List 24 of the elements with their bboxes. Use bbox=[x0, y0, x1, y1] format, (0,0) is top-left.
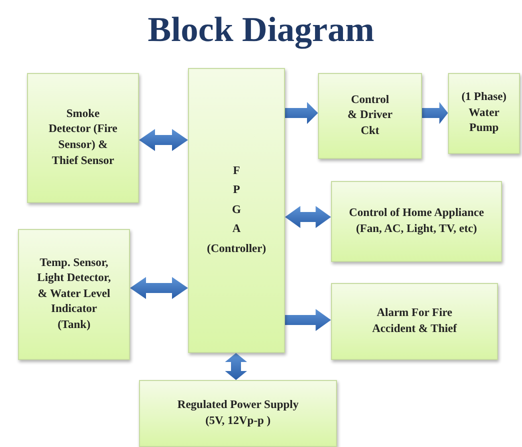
block-label: Regulated Power Supply (5V, 12Vp-p ) bbox=[176, 398, 300, 428]
block-label: Alarm For Fire Accident & Thief bbox=[371, 306, 458, 336]
block-label: F P G A (Controller) bbox=[206, 164, 268, 257]
block bbox=[331, 283, 498, 360]
block bbox=[27, 73, 139, 203]
block bbox=[188, 68, 285, 353]
block-arrow bbox=[225, 353, 247, 380]
block bbox=[318, 73, 422, 159]
block-arrow bbox=[422, 102, 448, 124]
block bbox=[18, 229, 130, 360]
block bbox=[331, 181, 502, 262]
block-arrow bbox=[139, 129, 188, 151]
block-label: Control & Driver Ckt bbox=[346, 92, 394, 139]
block-label: (1 Phase) Water Pump bbox=[460, 90, 508, 136]
diagram-title: Block Diagram bbox=[146, 10, 376, 50]
block-label: Control of Home Appliance (Fan, AC, Light, TV, etc) bbox=[348, 206, 485, 236]
block-arrow bbox=[130, 277, 188, 299]
block-label: Temp. Sensor, Light Detector, & Water Level Indicator (Tank) bbox=[36, 256, 112, 333]
block-arrow bbox=[285, 309, 331, 331]
block-label: Smoke Detector (Fire Sensor) & Thief Sensor bbox=[48, 106, 118, 169]
block bbox=[448, 73, 520, 154]
block-arrow bbox=[285, 206, 331, 228]
block-arrow bbox=[285, 102, 318, 124]
block bbox=[139, 380, 337, 447]
